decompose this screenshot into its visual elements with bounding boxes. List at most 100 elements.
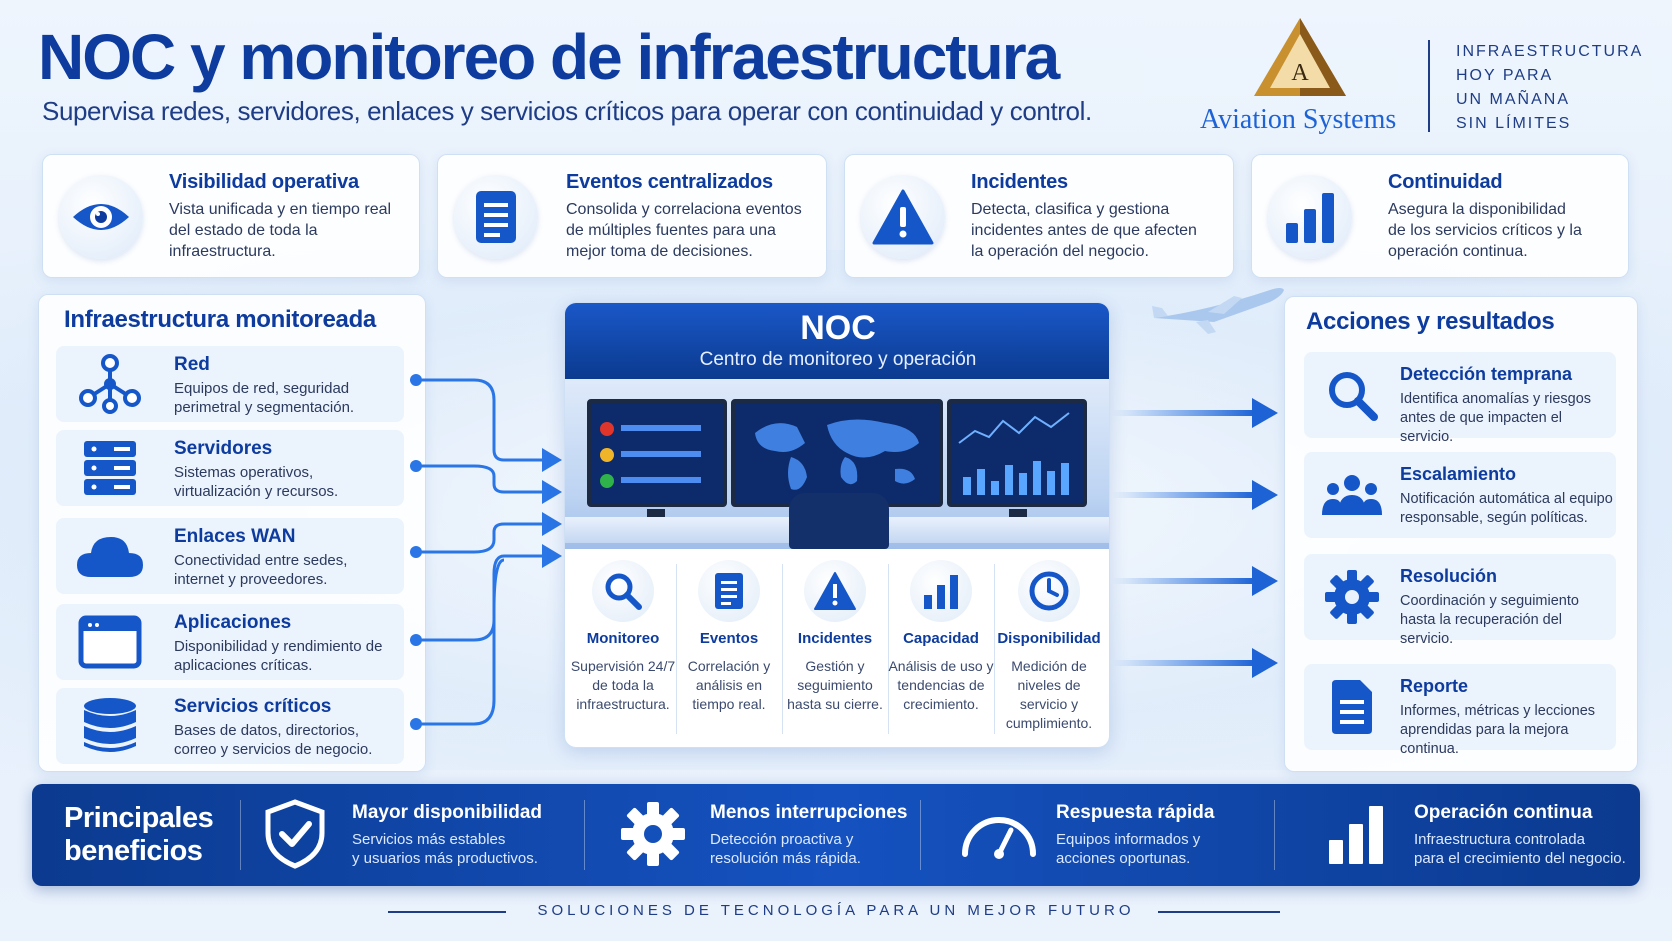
infra-item-title: Enlaces WAN [174, 526, 296, 547]
infra-item-servidores: Servidores Sistemas operativos, virtuali… [56, 430, 404, 506]
noc-col-capacidad: Capacidad Análisis de uso y tendencias d… [888, 560, 994, 714]
search-icon [592, 560, 654, 622]
benefit-desc-line: Detección proactiva y [710, 831, 854, 848]
noc-col-divider [888, 564, 889, 734]
noc-col-title: Disponibilidad [997, 630, 1101, 647]
benefit-title: Mayor disponibilidad [352, 802, 543, 823]
action-item-title: Reporte [1400, 676, 1469, 696]
feature-desc: Consolida y correlaciona eventos de múlt… [566, 201, 802, 260]
footer-line-right [1158, 911, 1280, 913]
noc-col-divider [782, 564, 783, 734]
gauge-icon [954, 798, 1044, 870]
infra-item-title: Aplicaciones [174, 612, 292, 633]
infra-title: Infraestructura monitoreada [64, 306, 376, 333]
bar-chart-icon [1312, 798, 1402, 870]
footer-line-left [388, 911, 506, 913]
noc-col-divider [676, 564, 677, 734]
benefits-divider [240, 800, 241, 870]
noc-col-divider [994, 564, 995, 734]
team-icon [1316, 460, 1388, 530]
action-item-reporte: Reporte Informes, métricas y lecciones a… [1304, 664, 1616, 757]
noc-col-desc: Supervisión 24/7 de toda la infraestruct… [570, 658, 676, 712]
report-icon [1316, 672, 1388, 742]
benefit-desc: Servicios más estables y usuarios más pro… [352, 830, 538, 868]
action-item-desc: Informes, métricas y lecciones aprendida… [1400, 703, 1596, 757]
warning-icon [804, 560, 866, 622]
monitor-graphs [947, 399, 1087, 507]
action-item-desc: Identifica anomalías y riesgos antes de … [1400, 391, 1592, 445]
noc-col-desc: Análisis de uso y tendencias de crecimie… [888, 658, 994, 712]
noc-col-title: Monitoreo [586, 630, 660, 647]
benefit-desc-line: y usuarios más productivos. [352, 850, 538, 867]
benefit-desc-line: Servicios más estables [352, 831, 506, 848]
noc-col-title: Capacidad [903, 630, 979, 647]
infra-item-title: Red [174, 354, 210, 375]
infra-item-desc: Disponibilidad y rendimiento de aplicaci… [174, 638, 383, 674]
database-icon [68, 694, 152, 758]
action-item-resolucion: Resolución Coordinación y seguimiento ha… [1304, 554, 1616, 647]
infra-item-servicios: Servicios críticos Bases de datos, direc… [56, 688, 404, 764]
benefits-divider [920, 800, 921, 870]
feature-card-visibilidad: Visibilidad operativa Vista unificada y … [42, 154, 420, 278]
action-item-title: Detección temprana [1400, 364, 1573, 384]
feature-desc: Vista unificada y en tiempo real del est… [169, 201, 392, 260]
monitor-map [731, 399, 943, 507]
noc-col-monitoreo: Monitoreo Supervisión 24/7 de toda la in… [570, 560, 676, 714]
document-icon [698, 560, 760, 622]
benefits-title-line: Principales [64, 802, 214, 834]
benefit-title: Operación continua [1414, 802, 1593, 823]
app-window-icon [68, 610, 152, 674]
infra-item-desc: Bases de datos, directorios, correo y se… [174, 722, 373, 758]
noc-col-desc: Gestión y seguimiento hasta su cierre. [787, 658, 883, 712]
monitor-alerts [587, 399, 727, 507]
noc-header [565, 303, 1109, 379]
airplane-icon [1152, 288, 1284, 334]
noc-col-eventos: Eventos Correlación y análisis en tiempo… [676, 560, 782, 714]
noc-col-disponibilidad: Disponibilidad Medición de niveles de se… [996, 560, 1102, 733]
noc-col-incidentes: Incidentes Gestión y seguimiento hasta s… [782, 560, 888, 714]
feature-desc: Detecta, clasifica y gestiona incidentes… [971, 201, 1197, 260]
benefit-desc-line: acciones oportunas. [1056, 850, 1191, 867]
brand-name: Aviation Systems [1200, 104, 1397, 135]
cloud-icon [68, 524, 152, 588]
action-item-escalamiento: Escalamiento Notificación automática al … [1304, 452, 1616, 538]
warning-icon [861, 175, 945, 259]
flow-arrows [1112, 398, 1278, 678]
tagline-line: SIN LÍMITES [1456, 115, 1572, 132]
feature-title: Incidentes [971, 171, 1068, 193]
tagline-line: UN MAÑANA [1456, 91, 1571, 108]
noc-subtitle: Centro de monitoreo y operación [699, 349, 977, 370]
infra-item-aplicaciones: Aplicaciones Disponibilidad y rendimient… [56, 604, 404, 680]
infra-item-title: Servidores [174, 438, 273, 459]
noc-col-title: Eventos [699, 630, 759, 647]
gear-icon [1316, 562, 1388, 632]
noc-chair [789, 493, 889, 549]
gear-icon [608, 798, 698, 870]
noc-col-desc: Correlación y análisis en tiempo real. [687, 658, 771, 712]
noc-col-title: Incidentes [797, 630, 873, 647]
bar-chart-icon [910, 560, 972, 622]
bar-chart-icon [1268, 175, 1352, 259]
feature-title: Continuidad [1388, 171, 1503, 193]
noc-col-desc: Medición de niveles de servicio y cumpli… [1005, 658, 1093, 731]
benefit-desc-line: Infraestructura controlada [1414, 831, 1585, 848]
brand-divider [1428, 40, 1430, 132]
benefit-title: Respuesta rápida [1056, 802, 1215, 823]
actions-title: Acciones y resultados [1306, 308, 1555, 335]
benefits-title-line: beneficios [64, 835, 203, 867]
infra-item-red: Red Equipos de red, seguridad perimetral… [56, 346, 404, 422]
footer-tagline: SOLUCIONES DE TECNOLOGÍA PARA UN MEJOR F… [537, 902, 1135, 919]
noc-title: NOC [800, 309, 876, 347]
feature-title: Eventos centralizados [566, 171, 773, 193]
infra-item-desc: Equipos de red, seguridad perimetral y s… [174, 380, 355, 416]
feature-card-eventos: Eventos centralizados Consolida y correl… [437, 154, 827, 278]
infra-item-wan: Enlaces WAN Conectividad entre sedes, in… [56, 518, 404, 594]
action-item-desc: Coordinación y seguimiento hasta la recu… [1400, 593, 1579, 647]
server-icon [68, 436, 152, 500]
brand-logo: A [1250, 16, 1350, 102]
feature-card-incidentes: Incidentes Detecta, clasifica y gestiona… [844, 154, 1234, 278]
infra-item-desc: Conectividad entre sedes, internet y pro… [174, 552, 348, 588]
brand-letter: A [1291, 60, 1309, 86]
